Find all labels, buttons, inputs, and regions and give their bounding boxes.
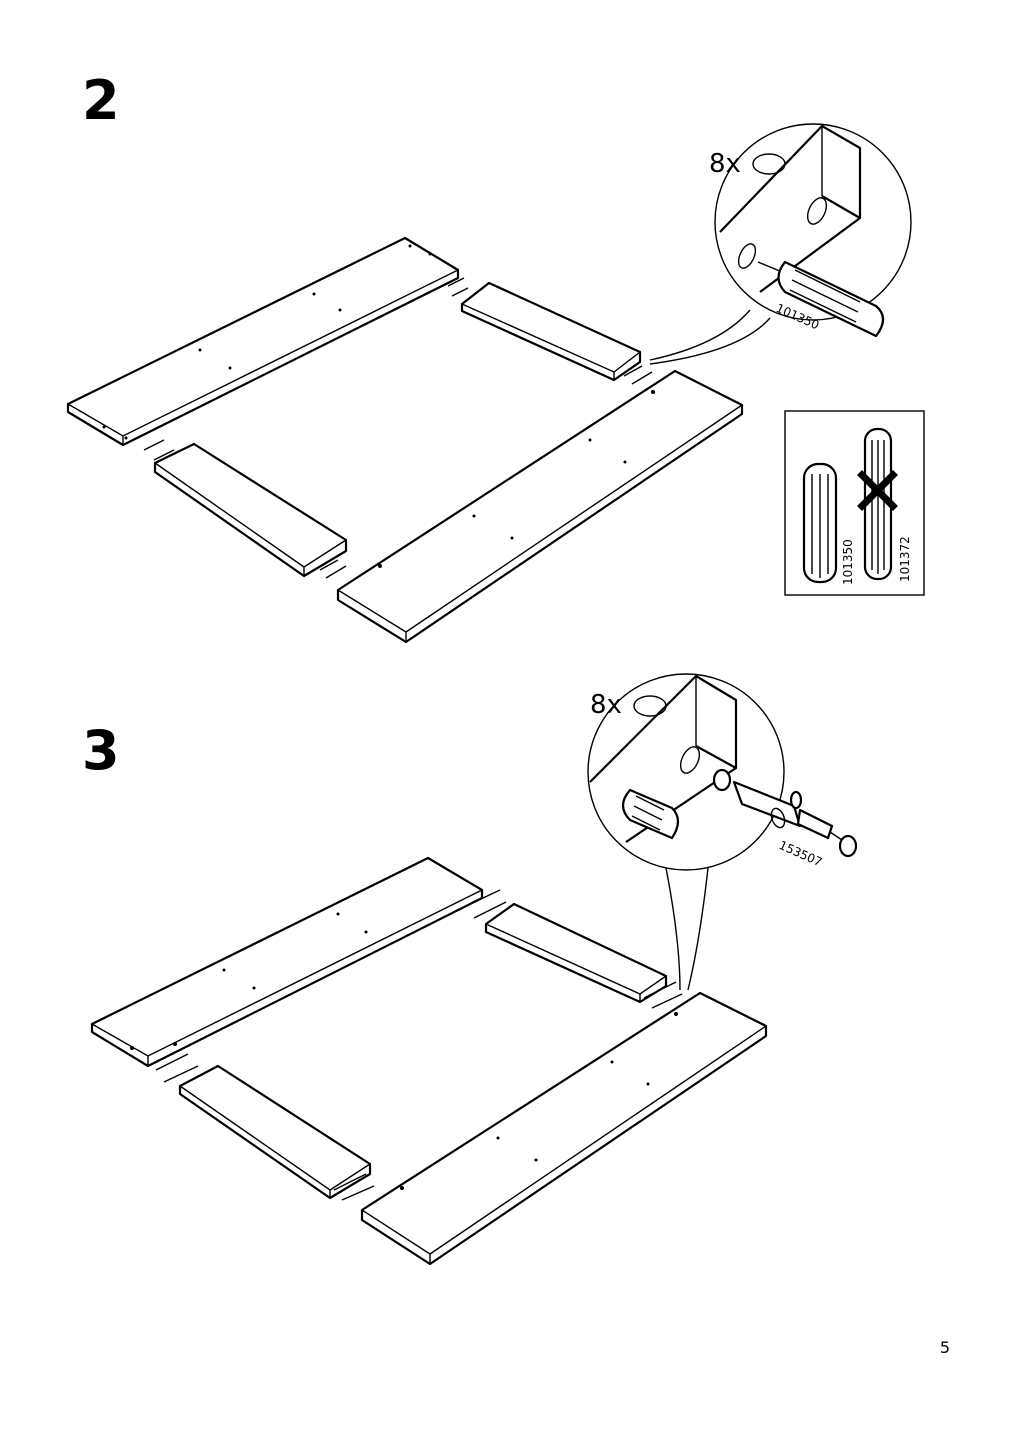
- detail-callout-step-3: 8x 153507: [587, 673, 858, 991]
- board-short-top: [460, 281, 642, 382]
- cross-mark-icon: [857, 470, 898, 511]
- board-short-bottom: [153, 442, 348, 578]
- dowel-comparison-box: 101350 101372: [784, 410, 925, 596]
- step-2-number: 2: [82, 69, 120, 132]
- wrong-part-label: 101372: [898, 536, 912, 582]
- wooden-dowel-icon: [802, 462, 838, 584]
- dowels-step-2: [143, 277, 653, 579]
- correct-part-label: 101350: [841, 539, 855, 585]
- board-long-top: [66, 236, 460, 447]
- step-3-number: 3: [82, 719, 120, 782]
- cam-bolts-step-3: [155, 889, 683, 1201]
- wooden-dowel-icon: [621, 788, 680, 840]
- quantity-label-step-2: 8x: [709, 149, 741, 179]
- board-short-top: [484, 902, 668, 1004]
- wooden-dowel-icon: [777, 260, 885, 338]
- dowel-hole-icon: [752, 153, 786, 175]
- board-long-bottom: [336, 369, 744, 644]
- cam-bolt-icon: [712, 768, 858, 858]
- step-3-frame-drawing: 8x 153507: [90, 673, 858, 1266]
- wooden-dowel-icon-long: [863, 427, 893, 581]
- step-2-frame-drawing: 8x 101350 101350 101: [66, 123, 925, 644]
- quantity-label-step-3: 8x: [590, 690, 622, 720]
- detail-callout-step-2: 8x 101350: [649, 123, 912, 365]
- part-id-step-3: 153507: [777, 838, 825, 869]
- board-long-bottom: [360, 991, 768, 1266]
- page-number: 5: [939, 1338, 950, 1357]
- dowel-hole-icon: [806, 197, 828, 225]
- dowel-hole-icon: [633, 695, 667, 717]
- board-short-bottom: [178, 1064, 372, 1200]
- board-long-top: [90, 856, 484, 1068]
